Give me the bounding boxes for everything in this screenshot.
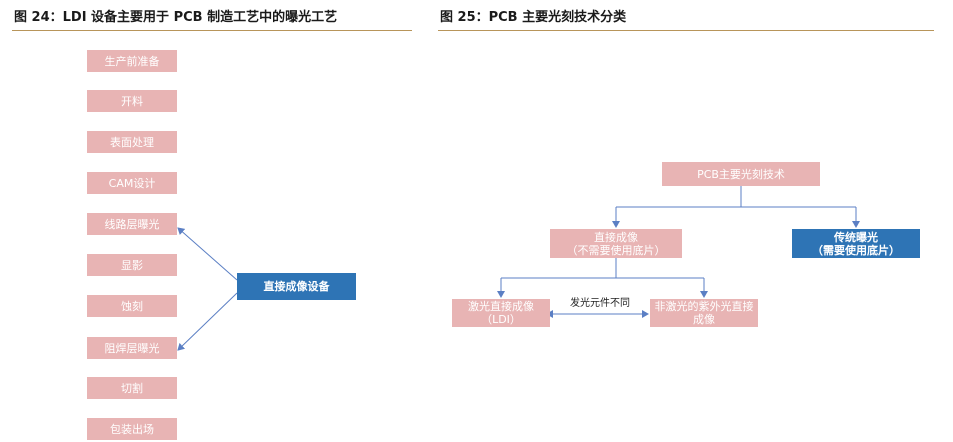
step-cutting-material: 开料	[87, 90, 177, 112]
arrow-to-solder-mask-exposure	[177, 292, 238, 351]
traditional-exposure-box: 传统曝光 （需要使用底片）	[792, 229, 920, 258]
laser-line2: （LDI）	[481, 313, 521, 326]
step-etching: 蚀刻	[87, 295, 177, 317]
figure-25-title: 图 25：PCB 主要光刻技术分类	[440, 10, 627, 25]
direct-imaging-box: 直接成像 （不需要使用底片）	[550, 229, 682, 258]
laser-direct-imaging-box: 激光直接成像 （LDI）	[452, 299, 550, 327]
figure-24-title: 图 24：LDI 设备主要用于 PCB 制造工艺中的曝光工艺	[14, 10, 338, 25]
step-packaging: 包装出场	[87, 418, 177, 440]
step-cutting: 切割	[87, 377, 177, 399]
non-laser-line1: 非激光的紫外光直接	[654, 300, 754, 313]
step-surface-treatment: 表面处理	[87, 131, 177, 153]
figure-24-rule	[12, 30, 412, 31]
step-preparation: 生产前准备	[87, 50, 177, 72]
root-pcb-lithography: PCB主要光刻技术	[662, 162, 820, 186]
step-developing: 显影	[87, 254, 177, 276]
step-circuit-exposure: 线路层曝光	[87, 213, 177, 235]
direct-imaging-line2: （不需要使用底片）	[566, 243, 666, 257]
traditional-line1: 传统曝光	[834, 230, 878, 244]
non-laser-uv-imaging-box: 非激光的紫外光直接 成像	[650, 299, 758, 327]
direct-imaging-device: 直接成像设备	[237, 273, 356, 300]
figure-25-rule	[438, 30, 934, 31]
step-cam-design: CAM设计	[87, 172, 177, 194]
traditional-line2: （需要使用底片）	[812, 243, 900, 257]
arrow-to-circuit-exposure	[177, 227, 238, 281]
direct-imaging-line1: 直接成像	[594, 230, 638, 244]
laser-line1: 激光直接成像	[468, 300, 534, 313]
non-laser-line2: 成像	[693, 313, 715, 326]
step-solder-mask-exposure: 阻焊层曝光	[87, 337, 177, 359]
difference-note: 发光元件不同	[570, 298, 630, 309]
